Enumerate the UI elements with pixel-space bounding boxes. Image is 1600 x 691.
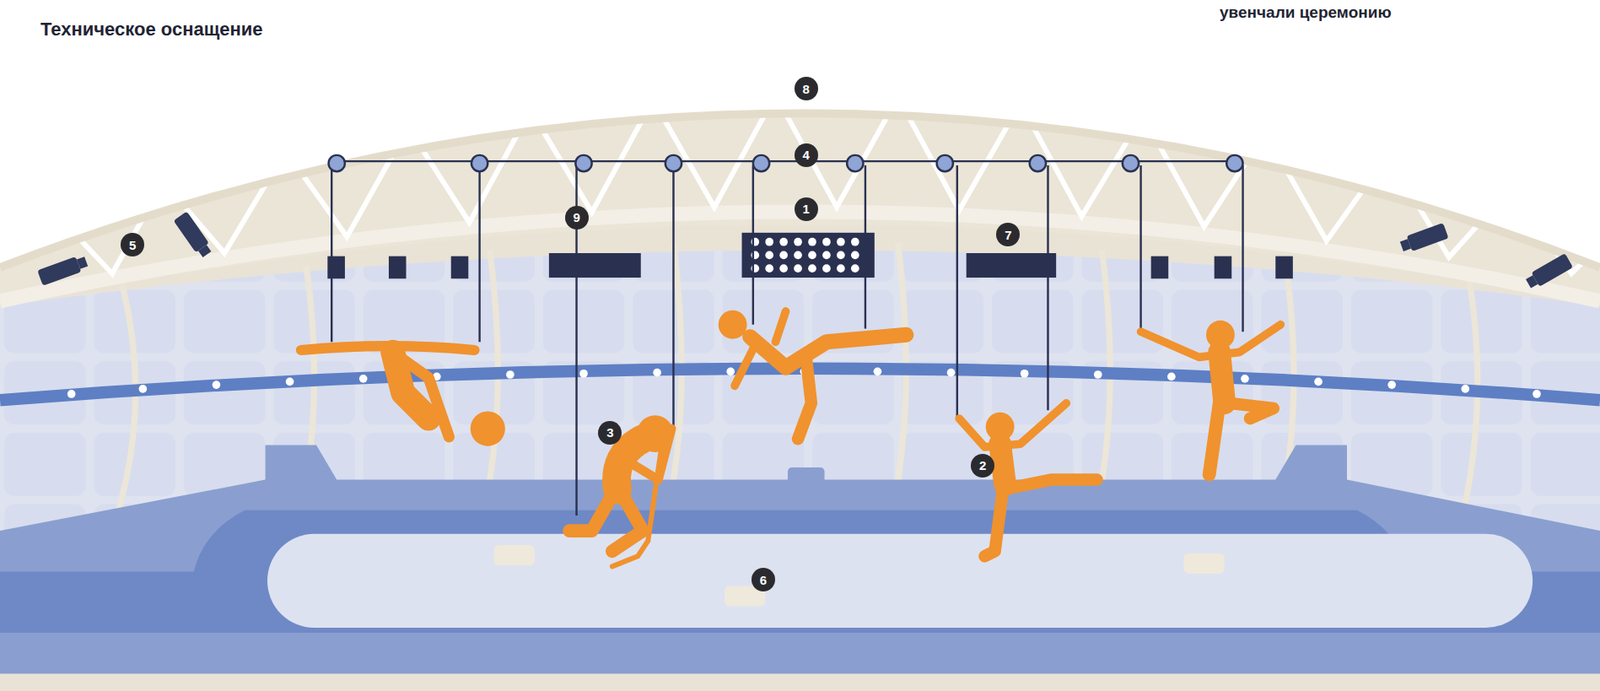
callout-number: 4 [794, 143, 819, 168]
note-text: увенчали церемонию [1219, 3, 1392, 22]
callout-number: 1 [794, 197, 819, 221]
callout-number: 2 [970, 453, 995, 478]
callout-number: 9 [565, 205, 589, 230]
diagram-title: Техническое оснащение [40, 18, 264, 41]
callout-number: 6 [751, 567, 776, 592]
callout-number: 8 [794, 76, 819, 101]
